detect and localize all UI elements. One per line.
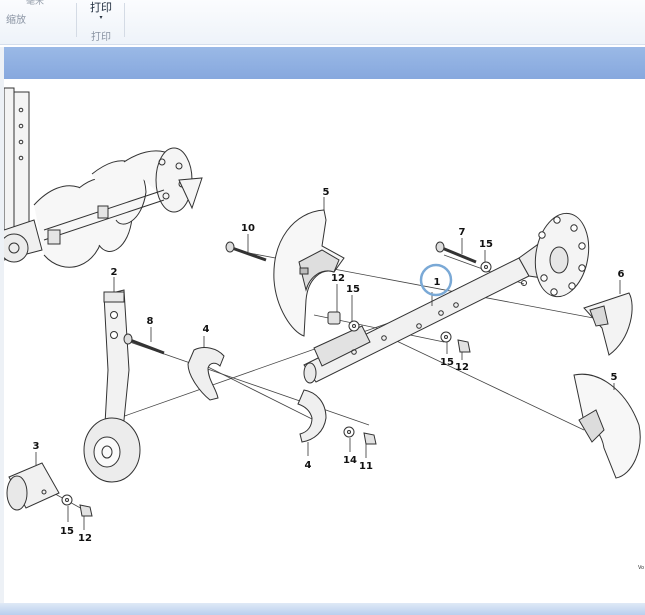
ribbon-separator [124, 3, 125, 37]
callout-leaders [35, 197, 621, 530]
callout-part-3[interactable]: 3 [33, 441, 40, 452]
print-group-caption: 打印 [91, 32, 111, 43]
ribbon: 毫米 缩放 打印 ▾ 打印 [0, 0, 645, 45]
left-edge-bar [0, 47, 4, 603]
shield-part-5-upper[interactable] [273, 209, 345, 337]
callout-part-6[interactable]: 6 [618, 269, 625, 280]
hub-flange[interactable] [518, 209, 595, 301]
callout-part-12[interactable]: 12 [78, 533, 92, 544]
print-button[interactable]: 打印 ▾ [86, 1, 116, 25]
washer-part-15-d[interactable] [61, 494, 73, 506]
callout-part-14[interactable]: 14 [343, 455, 357, 466]
callout-part-5[interactable]: 5 [323, 187, 330, 198]
nut-part-12-c[interactable] [79, 504, 93, 517]
callout-part-2[interactable]: 2 [111, 267, 118, 278]
callout-part-10[interactable]: 10 [241, 223, 255, 234]
ribbon-separator [76, 3, 77, 37]
callout-part-15[interactable]: 15 [346, 284, 360, 295]
callout-part-4[interactable]: 4 [203, 324, 210, 335]
washer-part-14[interactable] [343, 426, 355, 438]
arm-part-2[interactable] [83, 289, 141, 483]
shield-part-5-lower[interactable] [573, 373, 641, 479]
nut-part-12-a[interactable] [327, 311, 341, 325]
callout-part-8[interactable]: 8 [147, 316, 154, 327]
callout-part-1[interactable]: 1 [434, 277, 441, 288]
callout-part-15[interactable]: 15 [440, 357, 454, 368]
bracket-part-4-upper[interactable] [187, 347, 225, 401]
callout-part-4[interactable]: 4 [305, 460, 312, 471]
status-bar [0, 603, 645, 615]
bracket-part-4-lower[interactable] [297, 389, 327, 443]
washer-part-15-b[interactable] [480, 261, 492, 273]
callout-part-5[interactable]: 5 [611, 372, 618, 383]
print-button-label: 打印 [90, 1, 112, 14]
bolt-part-8[interactable] [123, 333, 165, 355]
callout-part-15[interactable]: 15 [479, 239, 493, 250]
background-assembly-illustration [0, 87, 203, 268]
parts-diagram-canvas[interactable]: 1 2 3 4 4 5 5 6 7 8 10 11 12 12 12 14 15… [0, 80, 645, 603]
washer-part-15-a[interactable] [348, 320, 360, 332]
callout-part-12[interactable]: 12 [331, 273, 345, 284]
exploded-parts-diagram: 1 2 3 4 4 5 5 6 7 8 10 11 12 12 12 14 15… [0, 87, 644, 571]
nut-part-12-b[interactable] [457, 339, 471, 353]
callout-part-15[interactable]: 15 [60, 526, 74, 537]
sleeve-part-3[interactable] [6, 462, 60, 511]
washer-part-15-c[interactable] [440, 331, 452, 343]
document-header-bar [4, 47, 645, 79]
selection-highlight-ring [419, 263, 453, 297]
callout-part-12[interactable]: 12 [455, 362, 469, 373]
nut-part-11[interactable] [363, 432, 377, 445]
bolt-part-7[interactable] [435, 241, 477, 264]
callout-part-7[interactable]: 7 [459, 227, 466, 238]
bolt-part-10[interactable] [225, 241, 267, 262]
zoom-top-caption: 毫米 [26, 0, 45, 7]
callout-part-11[interactable]: 11 [359, 461, 373, 472]
chevron-down-icon[interactable]: ▾ [99, 14, 103, 21]
zoom-group-caption: 缩放 [6, 15, 26, 26]
corner-code-text: Vo [638, 565, 644, 571]
blade-part-6[interactable] [583, 292, 633, 356]
